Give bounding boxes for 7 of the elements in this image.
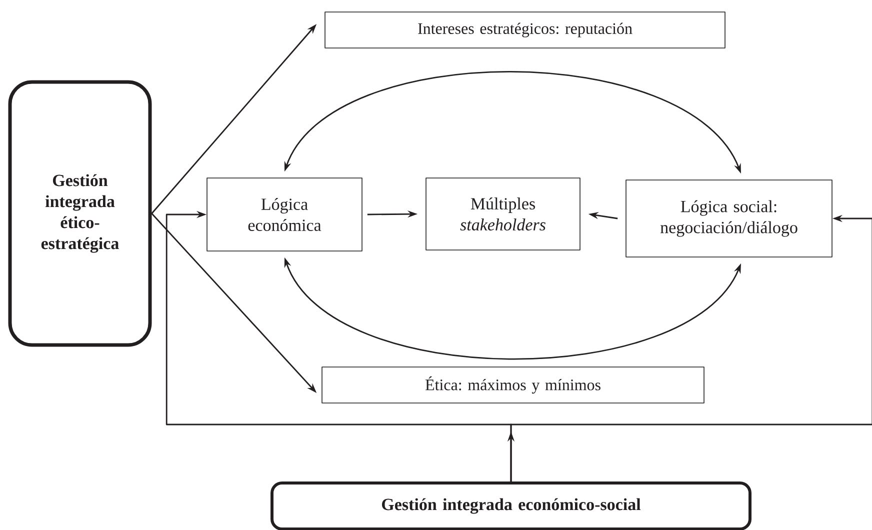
box: Intereses estratégicos: reputación: [324, 12, 726, 48]
box: Lógica social: negociación/diálogo: [626, 180, 832, 258]
box: Múltiples stakeholders: [426, 178, 580, 250]
rounded-box: Gestión integrada ético-estratégica: [8, 80, 152, 347]
rounded-box: Gestión integrada económico-social: [270, 482, 752, 530]
box: Lógica económica: [206, 178, 362, 252]
box: Ética: máximos y mínimos: [322, 366, 704, 404]
